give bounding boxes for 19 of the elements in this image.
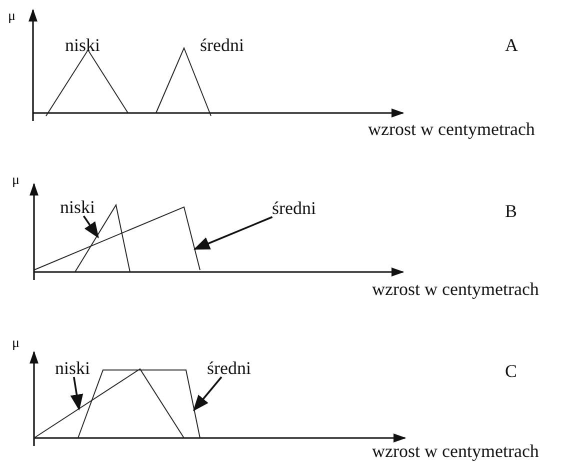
leader-arrow (82, 216, 99, 238)
curve-label: niski (65, 36, 100, 54)
panel-letter: C (505, 362, 518, 380)
curve-label: niski (55, 359, 90, 377)
panel-letter: A (505, 36, 518, 54)
leader-arrow (70, 376, 84, 411)
curve-label: średni (272, 199, 316, 217)
axis-label: μ (12, 172, 20, 190)
curve-label: średni (200, 36, 244, 54)
panel-letter: B (505, 202, 518, 220)
axis-label: wzrost w centymetrach (372, 442, 539, 460)
axis-label: wzrost w centymetrach (372, 280, 539, 298)
curve-label: niski (60, 198, 96, 216)
axis-label: μ (12, 335, 20, 353)
leader-arrow (192, 376, 222, 412)
leader-arrow (194, 216, 273, 250)
axis-label: μ (8, 8, 16, 26)
axis-label: wzrost w centymetrach (368, 120, 535, 138)
curve-label: średni (207, 359, 251, 377)
